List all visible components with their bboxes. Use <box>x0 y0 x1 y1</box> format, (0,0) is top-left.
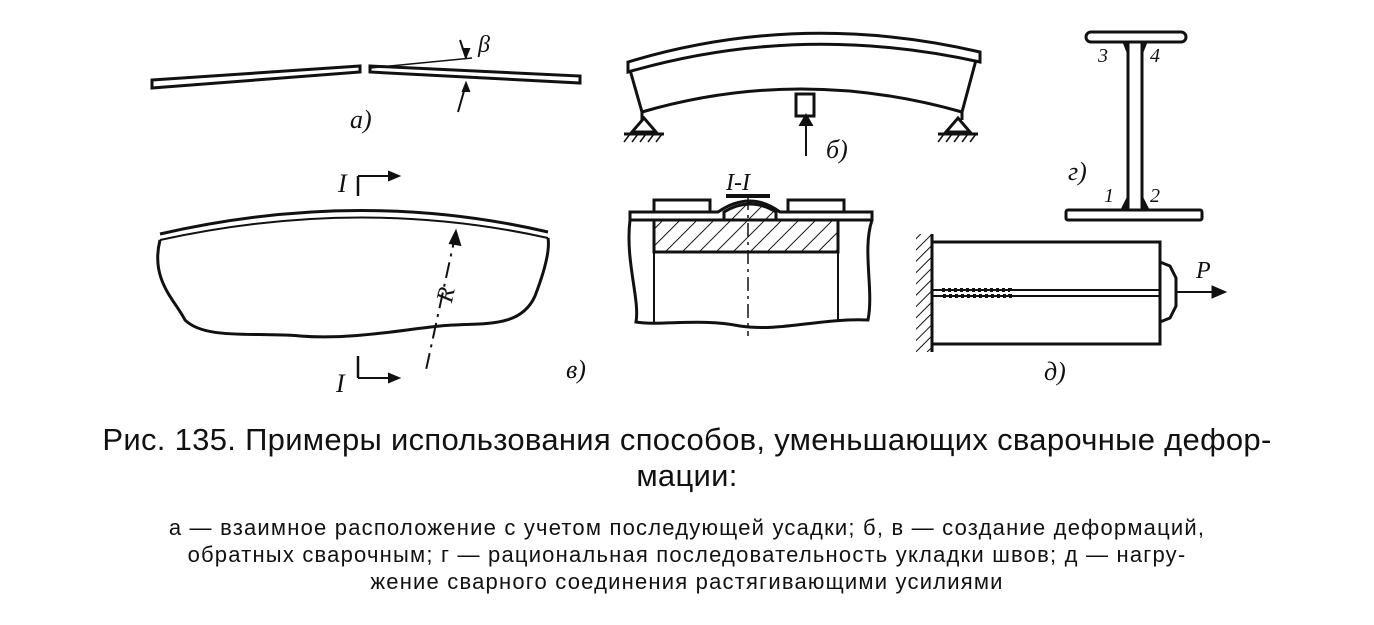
label-section-top: I <box>337 169 348 198</box>
label-beta: β <box>477 32 490 58</box>
caption-line-2: мации: <box>636 458 738 493</box>
diagram-section-i-i <box>627 194 874 336</box>
figure-legend: а — взаимное расположение с учетом после… <box>24 514 1350 595</box>
label-v: в) <box>566 355 586 384</box>
technical-figure: β а) б) 3 4 1 2 г) <box>150 30 1228 398</box>
label-weld-2: 2 <box>1150 185 1160 207</box>
diagram-d-tension <box>916 234 1228 352</box>
diagram-g-ibeam <box>1064 30 1204 222</box>
caption-line-1: Рис. 135. Примеры использования способов… <box>102 422 1272 457</box>
legend-line-1: а — взаимное расположение с учетом после… <box>168 515 1206 540</box>
label-force: P <box>1195 258 1211 284</box>
diagram-a-plates <box>150 39 582 113</box>
label-section-title: I-I <box>725 170 751 196</box>
legend-line-3: жение сварного соединения растягивающими… <box>370 569 1004 594</box>
label-weld-1: 1 <box>1104 185 1114 207</box>
label-b: б) <box>826 135 848 164</box>
diagram-v-curved-plate <box>156 170 550 384</box>
label-weld-3: 3 <box>1097 45 1108 67</box>
figure-caption: Рис. 135. Примеры использования способов… <box>30 422 1344 494</box>
diagram-b-beam <box>623 31 982 156</box>
label-g: г) <box>1068 157 1087 186</box>
label-weld-4: 4 <box>1150 45 1160 67</box>
label-section-bottom: I <box>335 369 346 398</box>
label-a: а) <box>350 105 372 134</box>
legend-line-2: обратных сварочным; г — рациональная пос… <box>187 542 1187 567</box>
label-d: д) <box>1044 357 1066 386</box>
label-radius: R <box>432 285 461 306</box>
